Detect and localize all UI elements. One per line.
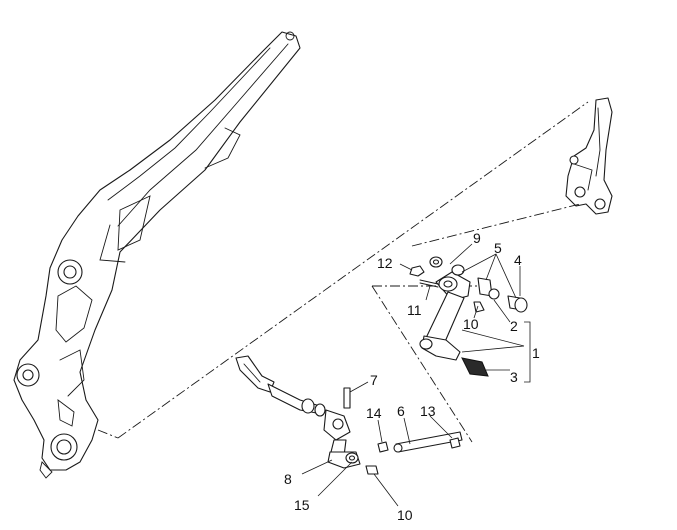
callout-2: 2 xyxy=(510,318,518,334)
callout-14: 14 xyxy=(366,405,382,421)
callout-12: 12 xyxy=(377,255,393,271)
callout-13: 13 xyxy=(420,403,436,419)
callout-3: 3 xyxy=(510,369,518,385)
gear-lever-assembly xyxy=(409,256,528,377)
callout-7: 7 xyxy=(370,372,378,388)
callout-10-upper: 10 xyxy=(463,316,479,332)
callout-15: 15 xyxy=(294,497,310,513)
callout-4: 4 xyxy=(514,252,522,268)
callout-5: 5 xyxy=(494,240,502,256)
callout-6: 6 xyxy=(397,403,405,419)
leader-lines xyxy=(301,243,531,507)
callout-10-lower: 10 xyxy=(397,507,413,523)
right-bracket xyxy=(565,97,613,215)
callout-11: 11 xyxy=(407,302,422,318)
callout-labels: 9 5 4 12 11 10 2 1 3 7 14 6 13 8 15 10 xyxy=(284,230,540,523)
gear-linkage xyxy=(235,355,463,475)
callout-8: 8 xyxy=(284,471,292,487)
callout-1: 1 xyxy=(532,345,540,361)
callout-9: 9 xyxy=(473,230,481,246)
construction-lines xyxy=(97,101,589,443)
frame-bracket xyxy=(13,31,301,479)
